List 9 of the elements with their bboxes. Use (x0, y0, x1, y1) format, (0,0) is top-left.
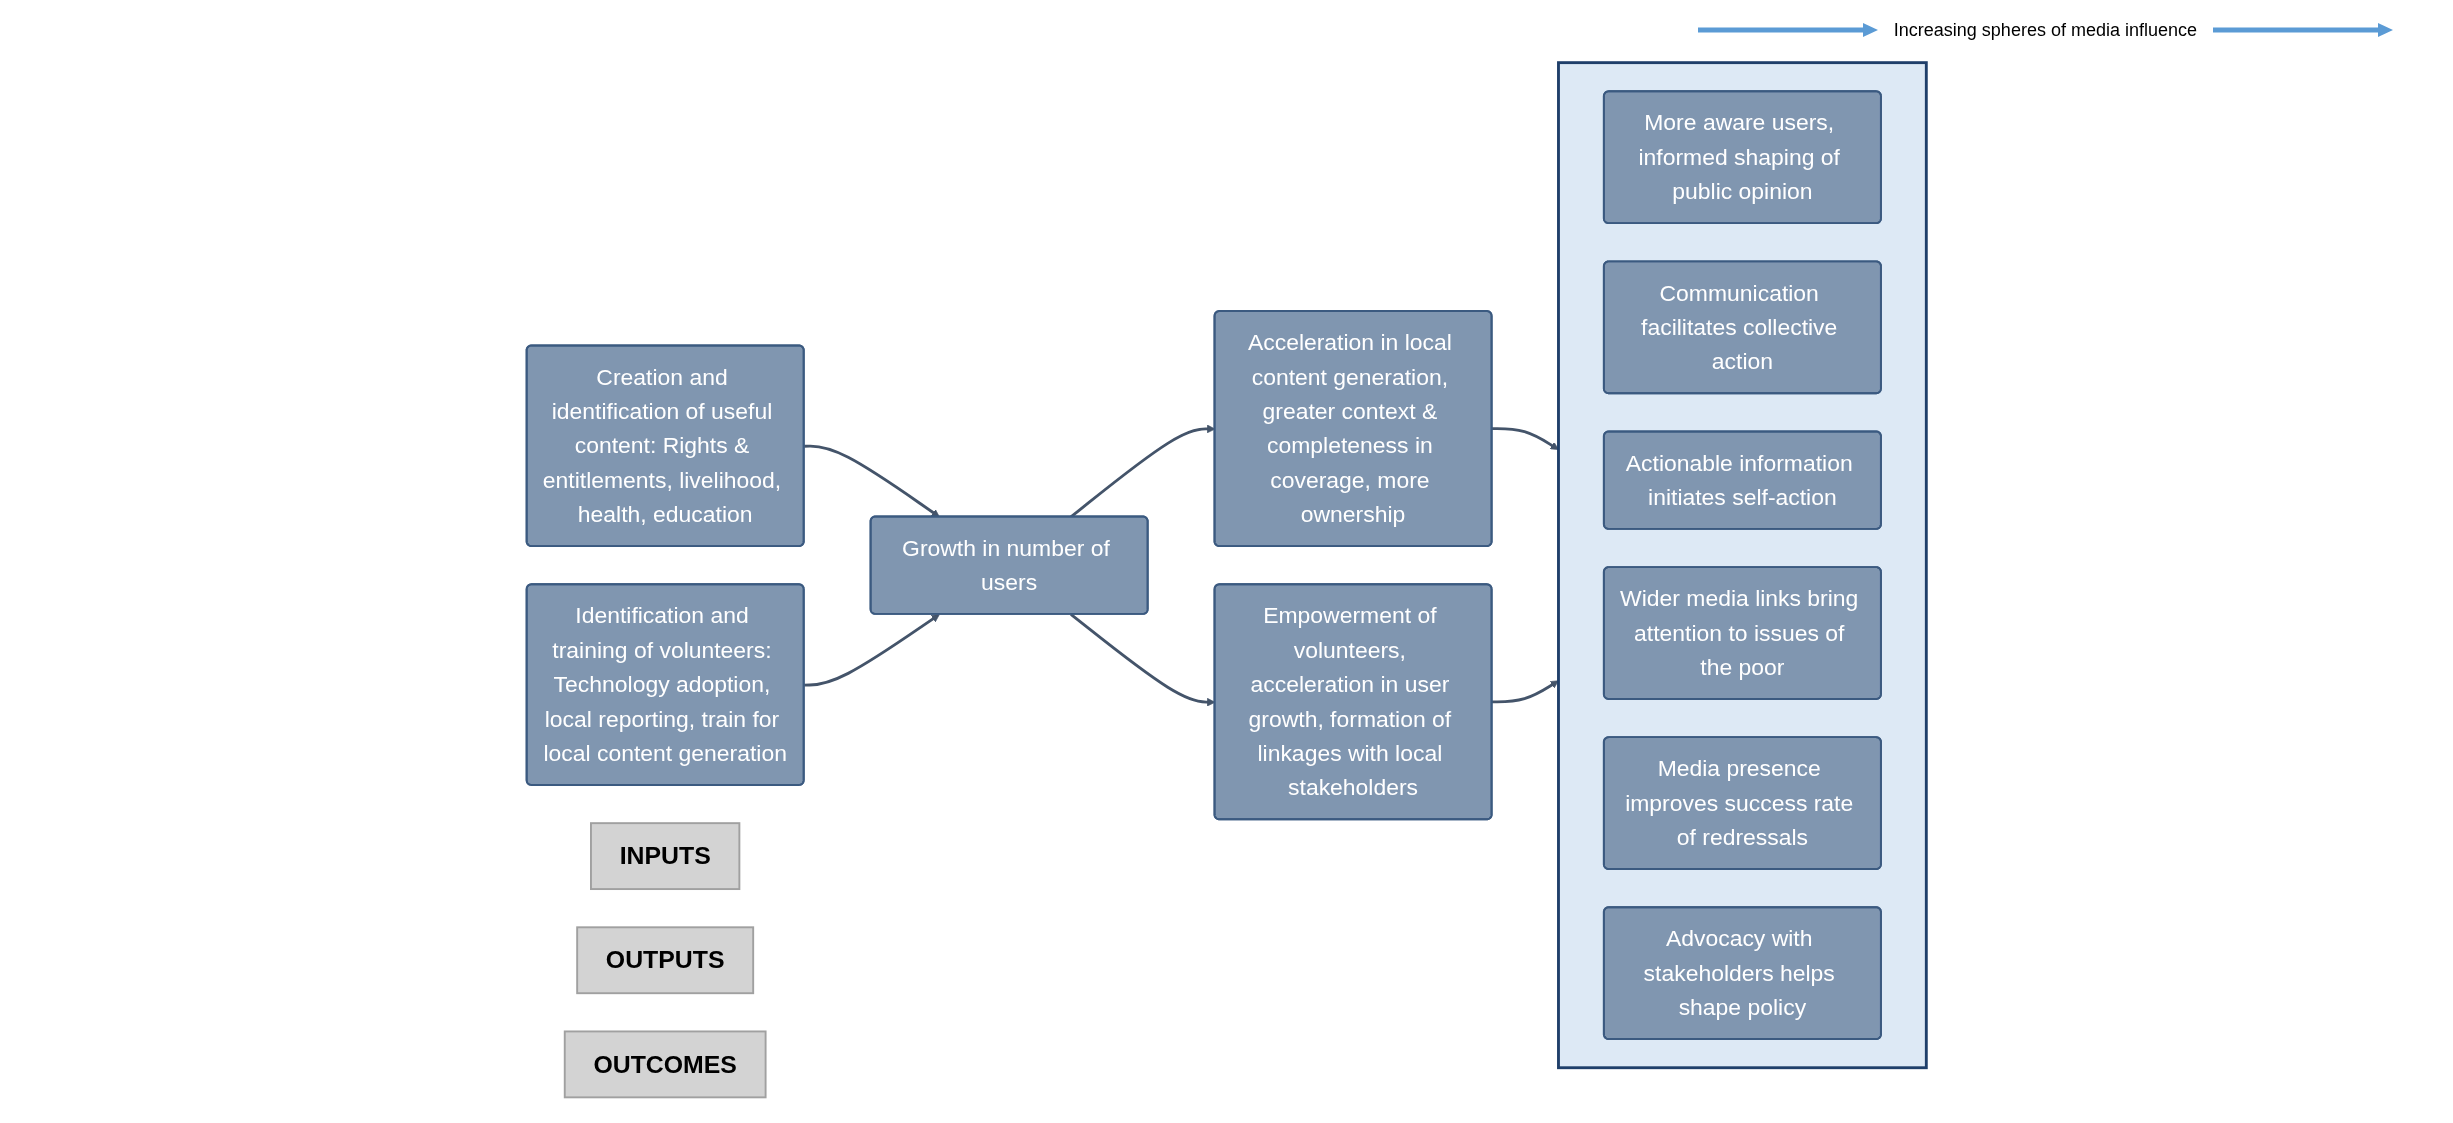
arrow (1491, 680, 1559, 704)
arrow (1491, 427, 1559, 450)
cluster (1557, 61, 1928, 1070)
note-text: Increasing spheres of media influence (1893, 19, 2197, 41)
arrow (804, 614, 940, 687)
node-box: OUTCOMES (563, 1030, 767, 1099)
node-box: INPUTS (590, 822, 741, 891)
node-box: OUTPUTS (576, 926, 755, 995)
arrow (804, 444, 940, 518)
